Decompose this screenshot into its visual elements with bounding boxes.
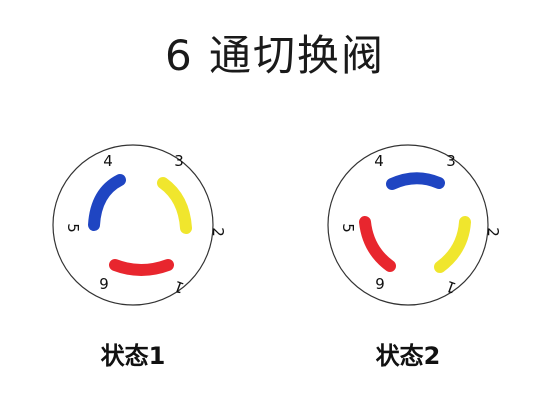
port-label: 3 <box>446 152 456 170</box>
valve-body-outline <box>52 144 214 306</box>
valve-2-diagram: 4 3 5 2 6 1 <box>327 144 502 306</box>
port-label: 6 <box>375 274 385 292</box>
channel-yellow <box>434 216 471 273</box>
port-label: 4 <box>103 152 113 170</box>
port-label: 6 <box>99 274 109 292</box>
state-1-caption: 状态1 <box>100 342 166 370</box>
state-2-caption: 状态2 <box>375 342 441 370</box>
port-label: 5 <box>64 223 82 233</box>
port-label: 3 <box>174 152 184 170</box>
port-label: 2 <box>209 227 227 237</box>
port-label: 5 <box>339 223 357 233</box>
port-label: 1 <box>443 277 458 297</box>
diagram-title: 6 通切换阀 <box>164 31 386 80</box>
port-label: 4 <box>374 152 384 170</box>
port-label: 1 <box>171 277 186 297</box>
valve-1-diagram: 4 3 5 2 6 1 <box>52 144 227 306</box>
channel-blue <box>88 174 126 231</box>
channel-red <box>359 216 396 272</box>
channel-yellow <box>157 177 192 234</box>
channel-blue <box>386 172 445 190</box>
valve-state-1: 4 3 5 2 6 1 <box>48 140 227 310</box>
channel-red <box>109 259 174 276</box>
valve-state-2: 4 3 5 2 6 1 <box>323 140 502 310</box>
valve-body-outline <box>327 144 489 306</box>
port-label: 2 <box>484 227 502 237</box>
